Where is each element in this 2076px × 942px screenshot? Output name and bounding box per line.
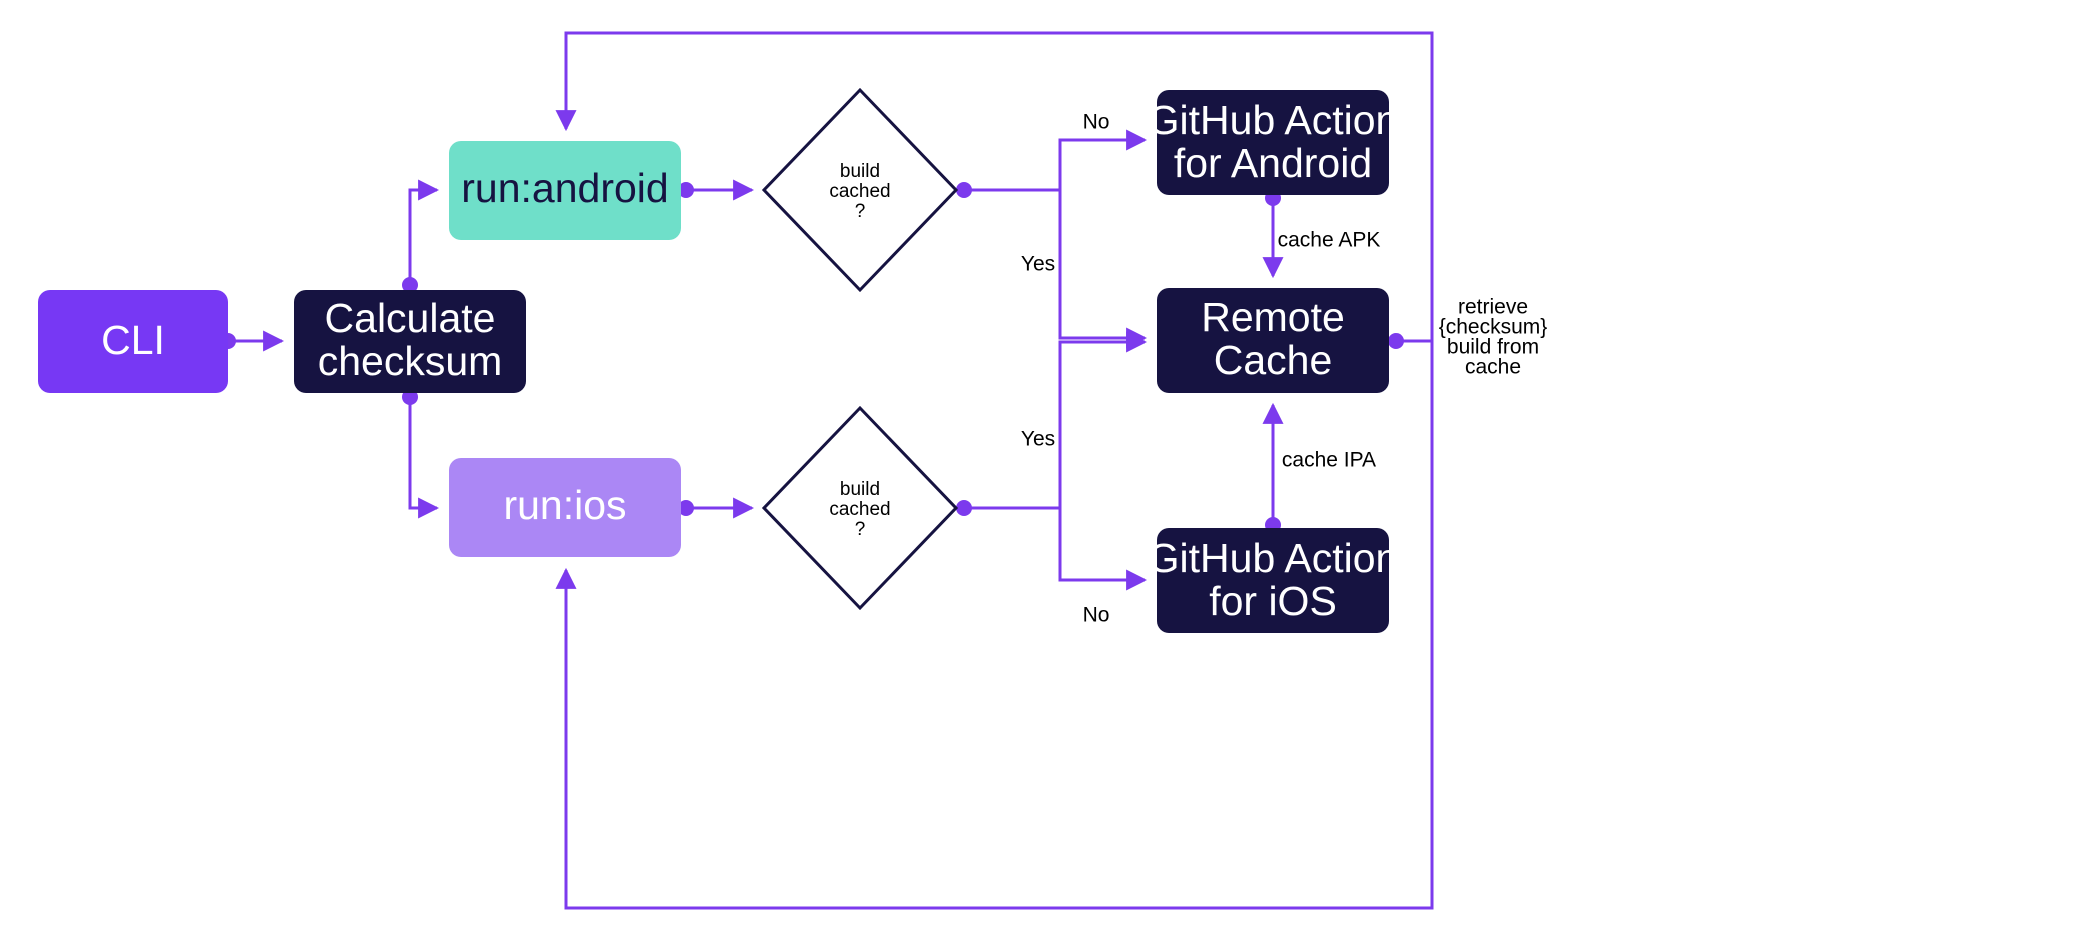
edge-cache-retrieve-loops — [555, 31, 1434, 910]
edge-run-android-to-decision — [678, 179, 755, 201]
node-cli[interactable]: CLI — [38, 290, 228, 393]
decision-ios-line2: cached — [829, 499, 890, 520]
edge-branch-yes — [1058, 190, 1148, 349]
node-calculate-checksum-label-line2: checksum — [318, 338, 503, 384]
node-remote-cache-line1: Remote — [1201, 294, 1345, 340]
edge-label-android-yes: Yes — [1021, 253, 1055, 276]
node-calculate-checksum-label-line1: Calculate — [325, 295, 496, 341]
retrieve-line1: retrieve — [1458, 296, 1528, 319]
node-cli-label: CLI — [101, 317, 165, 363]
node-github-action-android-line2: for Android — [1174, 140, 1372, 186]
retrieve-line4: cache — [1465, 356, 1521, 379]
node-github-action-ios-line1: GitHub Action — [1148, 535, 1399, 581]
retrieve-line2: {checksum} — [1439, 316, 1548, 339]
edge-checksum-to-run-android — [402, 179, 440, 293]
node-calculate-checksum-shape[interactable] — [294, 290, 526, 393]
node-github-action-ios-line2: for iOS — [1209, 578, 1337, 624]
node-github-action-ios-shape[interactable] — [1157, 528, 1389, 633]
decision-android-line1: build — [840, 161, 880, 182]
edge-path — [408, 397, 440, 519]
node-github-action-ios[interactable]: GitHub Action for iOS — [1148, 528, 1399, 633]
edge-ios-decision-trunk — [956, 331, 1148, 591]
decision-ios-line1: build — [840, 479, 880, 500]
edge-label-cache-ipa: cache IPA — [1282, 449, 1376, 472]
edge-label-ios-no: No — [1083, 604, 1110, 627]
decision-android-line2: cached — [829, 181, 890, 202]
edge-branch-no — [1058, 129, 1148, 190]
edge-loop-to-run-ios — [555, 341, 1434, 910]
node-build-cached-ios[interactable]: build cached ? — [761, 405, 959, 611]
node-remote-cache-line2: Cache — [1214, 337, 1333, 383]
node-build-cached-android-shape[interactable] — [761, 87, 959, 293]
node-github-action-android-line1: GitHub Action — [1148, 97, 1399, 143]
edge-checksum-to-run-ios — [402, 389, 440, 519]
edge-label-retrieve-from-cache: retrieve {checksum} build from cache — [1439, 296, 1548, 379]
node-remote-cache-shape[interactable] — [1157, 288, 1389, 393]
decision-ios-line3: ? — [855, 519, 866, 540]
edge-run-ios-to-decision — [678, 497, 755, 519]
edge-label-cache-apk: cache APK — [1278, 229, 1381, 252]
node-github-action-android[interactable]: GitHub Action for Android — [1148, 90, 1399, 195]
node-cli-shape[interactable] — [38, 290, 228, 393]
edge-path — [408, 179, 440, 285]
node-run-android-label: run:android — [461, 165, 668, 211]
node-run-ios[interactable]: run:ios — [449, 458, 681, 557]
edge-label-android-no: No — [1083, 111, 1110, 134]
edge-action-ios-to-cache — [1262, 402, 1284, 533]
node-build-cached-android[interactable]: build cached ? — [761, 87, 959, 293]
edge-branch-no — [1058, 508, 1148, 591]
node-remote-cache[interactable]: Remote Cache — [1157, 288, 1389, 393]
node-run-android-shape[interactable] — [449, 141, 681, 240]
node-build-cached-ios-shape[interactable] — [761, 405, 959, 611]
edge-loop-to-run-android — [555, 31, 1434, 341]
node-run-ios-shape[interactable] — [449, 458, 681, 557]
node-calculate-checksum[interactable]: Calculate checksum — [294, 290, 526, 393]
node-run-ios-label: run:ios — [503, 482, 626, 528]
retrieve-line3: build from — [1447, 336, 1539, 359]
edge-cli-to-checksum — [220, 330, 285, 352]
edge-label-ios-yes: Yes — [1021, 428, 1055, 451]
node-run-android[interactable]: run:android — [449, 141, 681, 240]
node-github-action-android-shape[interactable] — [1157, 90, 1389, 195]
edge-android-decision-trunk — [956, 129, 1148, 349]
edge-branch-yes — [1058, 331, 1148, 508]
decision-android-line3: ? — [855, 201, 866, 222]
